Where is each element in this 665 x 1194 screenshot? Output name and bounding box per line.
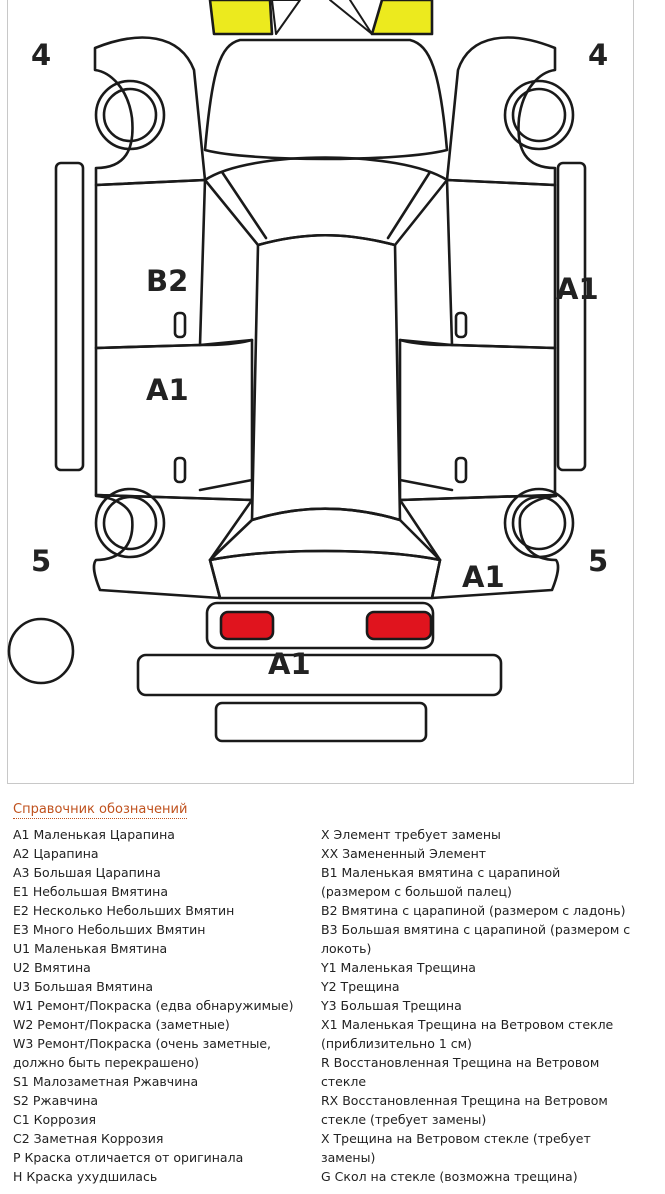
rear-right-wheel[interactable] [503,487,575,559]
left-front-fender[interactable] [93,36,207,187]
windshield-pillar-right [386,170,432,240]
legend-entry: U2 Вмятина [13,960,91,975]
legend-entry: X Трещина на Ветровом стекле (требует за… [321,1131,591,1165]
legend-entry: E3 Много Небольших Вмятин [13,922,206,937]
right-rear-door-handle [454,456,468,484]
car-damage-diagram: 4 4 B2 A1 A1 5 5 A1 A1 [7,0,608,743]
legend-entry: W1 Ремонт/Покраска (едва обнаружимые) [13,998,294,1013]
legend-entry: X1 Маленькая Трещина на Ветровом стекле … [321,1017,614,1051]
right-front-door-handle [454,311,468,339]
left-front-door-handle [173,311,187,339]
legend-entry: C1 Коррозия [13,1112,96,1127]
front-bumper-highlight[interactable] [208,0,434,36]
legend-entry: P Краска отличается от оригинала [13,1150,244,1165]
corner-rear-right-marker: 5 [588,544,608,578]
legend-entry: RX Восстановленная Трещина на Ветровом с… [321,1093,608,1127]
rear-left-wheel-inner [102,495,158,551]
legend-entry: A2 Царапина [13,846,99,861]
left-front-door-marker: B2 [146,264,188,298]
legend-entry: W2 Ремонт/Покраска (заметные) [13,1017,230,1032]
right-tail-light[interactable] [365,610,433,641]
left-window-line [198,338,254,492]
legend-entry: H Краска ухудшилась [13,1169,158,1184]
legend-entry: C2 Заметная Коррозия [13,1131,164,1146]
legend-entry: G Скол на стекле (возможна трещина) [321,1169,578,1184]
legend-entry: Y3 Большая Трещина [321,998,462,1013]
legend-entry: S2 Ржавчина [13,1093,99,1108]
right-front-door-marker: A1 [556,272,599,306]
rear-right-wheel-inner [511,495,567,551]
rear-left-wheel[interactable] [94,487,166,559]
trunk-lid[interactable] [208,549,442,600]
legend-entry: S1 Малозаметная Ржавчина [13,1074,199,1089]
legend-title[interactable]: Справочник обозначений [13,802,188,819]
left-tail-light[interactable] [219,610,275,641]
right-side-sill[interactable] [556,161,587,472]
left-rear-door-handle [173,456,187,484]
corner-front-left-marker: 4 [31,38,51,72]
roof-panel[interactable] [250,233,402,522]
front-left-wheel[interactable] [94,79,166,151]
legend-entry: X Элемент требует замены [321,827,501,842]
front-right-wheel[interactable] [503,79,575,151]
legend-entry: W3 Ремонт/Покраска (очень заметные, долж… [13,1036,272,1070]
rear-bumper[interactable] [136,653,503,697]
legend-entry: B2 Вмятина с царапиной (размером с ладон… [321,903,626,918]
legend-entry: R Восстановленная Трещина на Ветровом ст… [321,1055,600,1089]
legend-entry: Y2 Трещина [321,979,400,994]
legend-entry: Y1 Маленькая Трещина [321,960,476,975]
rear-bumper-marker: A1 [268,647,311,681]
legend-entry: A3 Большая Царапина [13,865,161,880]
right-rear-door[interactable] [398,338,557,502]
corner-rear-left-marker: 5 [31,544,51,578]
diagram-frame [7,0,634,784]
right-rear-quarter-marker: A1 [462,560,505,594]
legend-entry: B3 Большая вмятина с царапиной (размером… [321,922,631,956]
rear-window[interactable] [208,507,442,562]
front-right-wheel-inner [511,87,567,143]
spare-tire[interactable] [7,617,75,685]
left-rear-door-marker: A1 [146,373,189,407]
left-side-sill[interactable] [54,161,85,472]
legend-right-column: X Элемент требует замены XX Замененный Эл… [321,825,633,1186]
legend-entry: A1 Маленькая Царапина [13,827,175,842]
license-plate-area[interactable] [214,701,428,743]
legend-entry: XX Замененный Элемент [321,846,487,861]
front-bumper-center [271,0,373,35]
corner-front-right-marker: 4 [588,38,608,72]
right-front-door[interactable] [445,178,557,350]
legend-entry: E2 Несколько Небольших Вмятин [13,903,235,918]
right-window-line [398,338,454,492]
legend-entry: E1 Небольшая Вмятина [13,884,168,899]
front-left-wheel-inner [102,87,158,143]
hood-panel[interactable] [203,38,449,161]
legend-entry: B1 Маленькая вмятина с царапиной (размер… [321,865,561,899]
legend-left-column: A1 Маленькая Царапина A2 Царапина A3 Больш… [13,825,313,1186]
right-rear-quarter[interactable] [398,493,560,600]
rear-panel[interactable] [205,601,435,650]
windshield-pillar-left [220,170,268,240]
legend-entry: U1 Маленькая Вмятина [13,941,168,956]
legend-entry: U3 Большая Вмятина [13,979,154,994]
right-front-fender[interactable] [445,36,557,187]
